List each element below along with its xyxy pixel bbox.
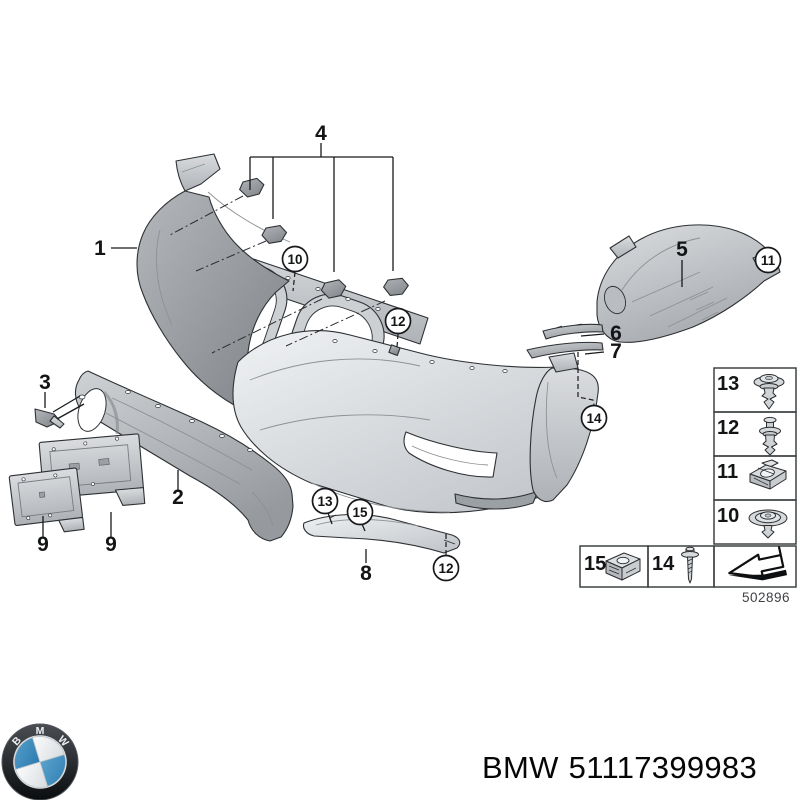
callout-9b: 9 [105,533,117,556]
legend-cell-14: 14 [647,545,715,588]
bumper-corner-flap [529,367,599,503]
rail-part6 [542,323,604,340]
svg-text:11: 11 [717,461,738,483]
bumper-cover [136,153,579,514]
callout-13: 13 [311,487,339,515]
legend-cell-11: 11 [713,455,797,501]
svg-text:15: 15 [352,505,368,520]
svg-text:12: 12 [717,417,739,439]
callout-15: 15 [346,498,374,526]
clip-part3 [34,394,86,429]
push-rivet-icon [753,374,785,410]
cage-nut-icon [605,552,641,581]
fastener-legend: 13 12 11 [579,367,797,605]
svg-text:10: 10 [287,252,302,267]
clip-nut-icon [749,459,787,490]
bmw-logo: B M W [1,723,79,800]
legend-cell-10: 10 [713,499,797,545]
callout-1: 1 [94,237,106,260]
callout-7: 7 [610,340,622,363]
callout-6: 6 [610,322,622,345]
direction-arrow-icon [728,546,788,581]
svg-text:13: 13 [317,494,333,509]
part-number: 51117399983 [569,750,757,785]
callouts: 1 2 3 4 5 6 7 8 9 9 10 12 11 13 15 [37,122,782,585]
svg-text:12: 12 [390,314,405,329]
svg-text:14: 14 [652,553,675,575]
callout-14: 14 [580,404,608,432]
callout-12-lower: 12 [432,554,460,582]
legend-cell-arrow [713,545,797,588]
brand-label: BMW [482,750,559,785]
footer: B M W BMW 51117399983 [1,723,757,800]
svg-text:15: 15 [584,553,606,575]
trim-part2 [74,370,294,542]
callout-11: 11 [754,246,782,274]
logo-letter-m: M [36,725,45,737]
callout-3: 3 [39,371,51,394]
legend-cell-12: 12 [713,411,797,457]
part-number-title: BMW 51117399983 [482,750,757,785]
callout-12-upper: 12 [384,307,412,335]
callout-9a: 9 [37,533,49,556]
legend-cell-15: 15 [579,545,649,588]
legend-cell-13: 13 [713,367,797,413]
svg-text:13: 13 [717,373,739,395]
expansion-rivet-icon [759,416,781,456]
svg-text:10: 10 [717,505,739,527]
callout-8: 8 [360,562,372,585]
svg-text:14: 14 [586,411,602,426]
carrier-part5 [596,224,781,343]
trim-part8 [302,511,461,554]
leader-lines [42,143,683,563]
sheet-number: 502896 [742,590,790,605]
callout-5: 5 [676,238,688,261]
svg-text:11: 11 [761,253,776,268]
license-bracket-front [8,467,85,533]
tapping-screw-icon [681,546,699,584]
svg-text:12: 12 [438,561,453,576]
callout-2: 2 [172,486,184,509]
callout-10: 10 [281,245,309,273]
exploded-parts-illustration [8,153,781,554]
washer-rivet-icon [748,509,788,539]
rail-part7 [526,341,604,373]
callout-4: 4 [315,122,327,145]
